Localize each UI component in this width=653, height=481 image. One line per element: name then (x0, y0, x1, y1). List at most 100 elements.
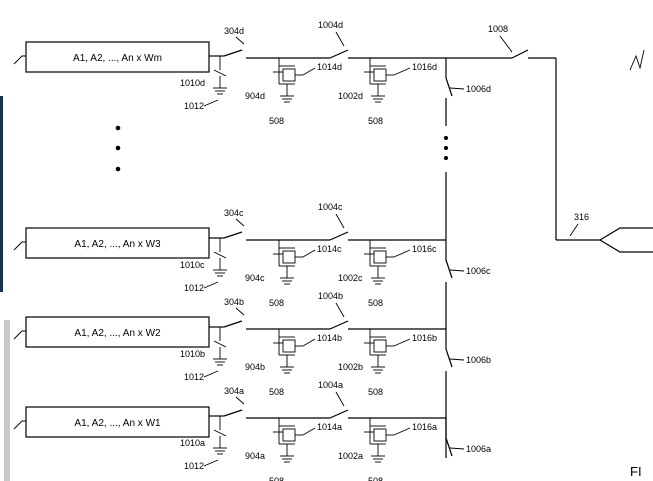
output-fork-bottom (599, 239, 653, 253)
row-m-leader-1014 (302, 67, 316, 76)
row-m-leader-1004 (335, 31, 345, 47)
row-m-label-304: 304d (224, 26, 244, 36)
row-2-array-label: A1, A2, ..., An x W2 (74, 328, 161, 339)
row-ellipsis-dot-2 (115, 166, 121, 172)
row-3-switch-1004 (329, 231, 349, 241)
row-2-label-1012: 1012 (184, 372, 204, 382)
figure-label: FI (630, 464, 642, 479)
row-2-label-1014: 1014b (317, 333, 342, 343)
output-fork-top (599, 227, 653, 241)
row-1-label-508b: 508 (368, 476, 383, 481)
row-2-label-1006: 1006b (466, 355, 491, 365)
row-m-leader-1016 (393, 67, 411, 76)
row-3-leader-1016 (393, 249, 411, 258)
row-1-leader-1012 (203, 459, 219, 467)
row-m-input-stub (13, 55, 26, 65)
row-2-input-stub (13, 330, 26, 340)
left-dark-bar (0, 96, 3, 292)
row-3-label-1014: 1014c (317, 244, 342, 254)
row-2-fefet-1-gate (282, 339, 296, 353)
row-2-label-904: 904b (245, 362, 265, 372)
row-3-label-1012: 1012 (184, 283, 204, 293)
row-3-label-1004: 1004c (318, 202, 343, 212)
row-m-label-1016: 1016d (412, 62, 437, 72)
row-3-leader-1014 (302, 249, 316, 258)
row-1-switch-304 (223, 409, 243, 417)
row-3-fefet-2-gate (373, 250, 387, 264)
row-2-leader-1006 (449, 358, 465, 361)
row-ellipsis-dot-0 (115, 125, 121, 131)
row-1-label-904: 904a (245, 451, 265, 461)
row-2-label-304: 304b (224, 297, 244, 307)
row-m-leader-1006 (449, 87, 465, 90)
row-1-label-1012: 1012 (184, 461, 204, 471)
row-1-input-stub (13, 420, 26, 430)
row-1-label-508a: 508 (269, 476, 284, 481)
row-m-fefet-1-gate (282, 68, 296, 82)
row-1-leader-1004 (335, 391, 345, 407)
row-1-leader-1006 (449, 447, 465, 450)
row-2-label-1016: 1016b (412, 333, 437, 343)
row-3-fefet-1-gate (282, 250, 296, 264)
row-3-label-508a: 508 (269, 298, 284, 308)
row-2-leader-1016 (393, 338, 411, 347)
row-1-leader-304 (235, 396, 245, 405)
row-3-leader-1004 (335, 213, 345, 229)
row-m-label-1006: 1006d (466, 84, 491, 94)
row-3-label-1002: 1002c (338, 273, 363, 283)
row-m-label-1010: 1010d (180, 78, 205, 88)
row-2-leader-1004 (335, 302, 345, 318)
row-1-array-box (25, 406, 210, 438)
row-2-leader-304 (235, 307, 245, 316)
row-1-label-1010: 1010a (180, 438, 205, 448)
row-3-label-1016: 1016c (412, 244, 437, 254)
row-1-leader-1016 (393, 427, 411, 436)
row-1-switch-1004 (329, 409, 349, 419)
row-2-switch-1006 (445, 348, 453, 368)
row-2-leader-1012 (203, 370, 219, 378)
row-3-switch-1010 (213, 251, 227, 259)
label-316: 316 (574, 212, 589, 222)
row-m-label-904: 904d (245, 91, 265, 101)
row-3-input-stub (13, 241, 26, 251)
switch-1008 (511, 49, 529, 59)
row-2-leader-1014 (302, 338, 316, 347)
rail-ellipsis-dot-1 (444, 146, 448, 150)
row-3-label-508b: 508 (368, 298, 383, 308)
row-m-label-1002: 1002d (338, 91, 363, 101)
row-1-switch-1010 (213, 429, 227, 437)
arrow-squiggle (629, 49, 645, 71)
left-gray-bar (4, 320, 10, 481)
row-ellipsis-dot-1 (115, 145, 121, 151)
row-1-label-1002: 1002a (338, 451, 363, 461)
row-1-switch-1006 (445, 437, 453, 457)
row-2-label-1010: 1010b (180, 349, 205, 359)
row-1-label-1016: 1016a (412, 422, 437, 432)
row-m-array-box (25, 41, 210, 73)
row-1-fefet-2-gate (373, 428, 387, 442)
row-2-label-1002: 1002b (338, 362, 363, 372)
row-3-switch-1006 (445, 259, 453, 279)
row-1-array-label: A1, A2, ..., An x W1 (74, 418, 161, 429)
label-1008: 1008 (488, 24, 508, 34)
leader-1008 (499, 35, 513, 53)
row-m-label-1004: 1004d (318, 20, 343, 30)
row-3-leader-304 (235, 218, 245, 227)
row-m-switch-1010 (213, 69, 227, 77)
row-3-leader-1006 (449, 269, 465, 272)
row-3-switch-304 (223, 231, 243, 239)
rail-ellipsis-dot-0 (444, 136, 448, 140)
row-2-switch-1004 (329, 320, 349, 330)
row-m-label-508b: 508 (368, 116, 383, 126)
row-m-switch-304 (223, 49, 243, 57)
rail-ellipsis-dot-2 (444, 156, 448, 160)
row-3-label-304: 304c (224, 208, 244, 218)
row-1-label-1014: 1014a (317, 422, 342, 432)
leader-316 (569, 223, 579, 237)
row-3-array-box (25, 227, 210, 259)
row-2-switch-1010 (213, 340, 227, 348)
row-m-label-508a: 508 (269, 116, 284, 126)
row-3-array-label: A1, A2, ..., An x W3 (74, 239, 161, 250)
